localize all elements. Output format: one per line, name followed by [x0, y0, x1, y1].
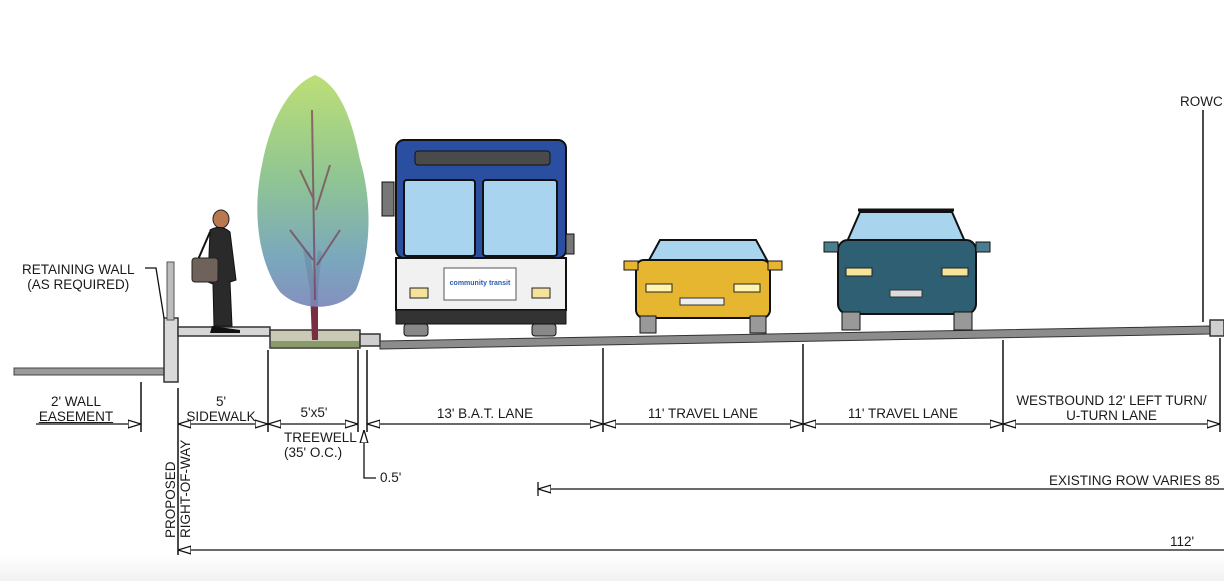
curb: [359, 333, 381, 347]
row-marker-label: ROWC: [1180, 94, 1223, 109]
retaining-wall: [163, 317, 179, 383]
bus-figure: community transit: [381, 139, 575, 337]
pedestrian-figure: [191, 209, 240, 333]
total-width-label: 112': [1170, 534, 1195, 549]
dimension-lines: [36, 424, 1224, 550]
retaining-wall-label: RETAINING WALL (AS REQUIRED): [22, 262, 135, 292]
extension-lines: [140, 338, 1221, 558]
segment-travel-lane-1: 11' TRAVEL LANE: [647, 406, 759, 421]
street-tree: [257, 75, 369, 340]
segment-left-turn-lane: WESTBOUND 12' LEFT TURN/ U-TURN LANE: [1016, 393, 1207, 423]
railing-post: [166, 261, 175, 321]
retaining-wall-leader: [145, 267, 165, 319]
yellow-car-figure: [623, 239, 783, 334]
bottom-fade: [0, 555, 1224, 581]
segment-treewell-size: 5'x5': [300, 405, 328, 420]
teal-car-figure: [823, 208, 991, 331]
segment-travel-lane-2: 11' TRAVEL LANE: [847, 406, 959, 421]
bus-brand-logo: community transit: [450, 280, 511, 287]
segment-sidewalk: 5' SIDEWALK: [186, 394, 256, 424]
segment-bat-lane: 13' B.A.T. LANE: [436, 406, 534, 421]
segment-treewell-label: TREEWELL (35' O.C.): [284, 430, 357, 460]
existing-row-label: EXISTING ROW VARIES 85: [1049, 473, 1220, 488]
segment-wall-easement: 2' WALL EASEMENT: [38, 394, 114, 424]
roadway-surface: [379, 325, 1211, 350]
proposed-row-label: PROPOSED RIGHT-OF-WAY: [163, 439, 193, 538]
offset-dimension-label: 0.5': [380, 470, 402, 485]
